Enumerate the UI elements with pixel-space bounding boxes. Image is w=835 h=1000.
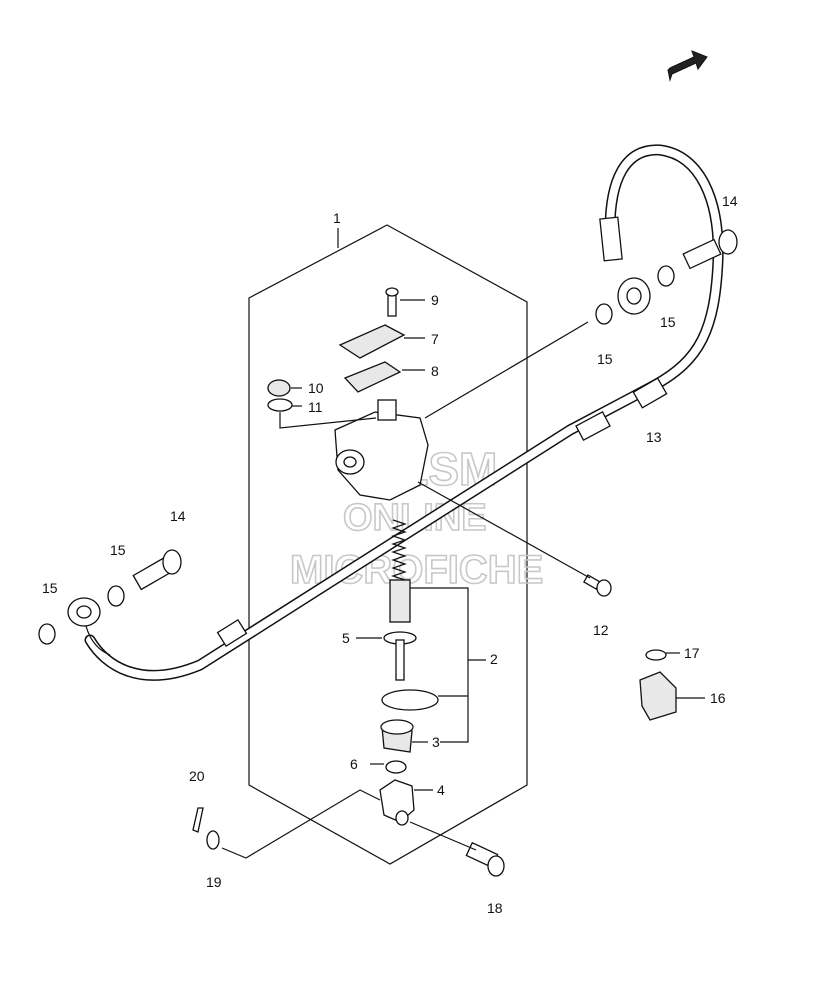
label-17: 17 [684, 645, 700, 661]
washer-1 [38, 623, 56, 645]
spring-piston [389, 519, 411, 623]
label-15-d: 15 [660, 314, 676, 330]
banjo-bolt-left [132, 549, 182, 591]
circlip-small [267, 398, 293, 412]
label-18: 18 [487, 900, 503, 916]
label-10: 10 [308, 380, 324, 396]
label-14-right: 14 [722, 193, 738, 209]
hose-guide [639, 649, 677, 721]
washer-2 [107, 585, 125, 607]
label-15-a: 15 [42, 580, 58, 596]
label-3: 3 [432, 734, 440, 750]
cotter-pin [192, 807, 204, 833]
snap-ring [381, 689, 439, 711]
banjo-fitting-right [617, 277, 651, 315]
label-2: 2 [490, 651, 498, 667]
label-12: 12 [593, 622, 609, 638]
label-4: 4 [437, 782, 445, 798]
banjo-bolt-right [682, 229, 738, 270]
washer-4 [657, 265, 675, 287]
label-15-b: 15 [110, 542, 126, 558]
diaphragm [343, 361, 402, 393]
push-rod [383, 631, 417, 681]
bolt-12 [583, 574, 612, 597]
washer-19 [206, 830, 220, 850]
label-1: 1 [333, 210, 341, 226]
banjo-fitting-left [67, 597, 111, 656]
label-5: 5 [342, 630, 350, 646]
leader-lines [291, 299, 705, 791]
clevis-joint [379, 779, 415, 826]
brake-hose-lower [84, 144, 724, 681]
fwd-arrow-icon: FWD [667, 50, 708, 82]
filter [267, 379, 291, 397]
label-8: 8 [431, 363, 439, 379]
label-7: 7 [431, 331, 439, 347]
label-11: 11 [308, 399, 323, 415]
nut [385, 760, 407, 774]
label-6: 6 [350, 756, 358, 772]
reservoir-cap [338, 324, 406, 359]
label-16: 16 [710, 690, 726, 706]
assembly-outline [248, 224, 528, 865]
label-20: 20 [189, 768, 205, 784]
label-13: 13 [646, 429, 662, 445]
label-9: 9 [431, 292, 439, 308]
cap-screw [385, 287, 399, 317]
label-19: 19 [206, 874, 222, 890]
washer-3 [595, 303, 613, 325]
label-15-c: 15 [597, 351, 613, 367]
master-cylinder-body [334, 399, 429, 501]
label-14-left: 14 [170, 508, 186, 524]
